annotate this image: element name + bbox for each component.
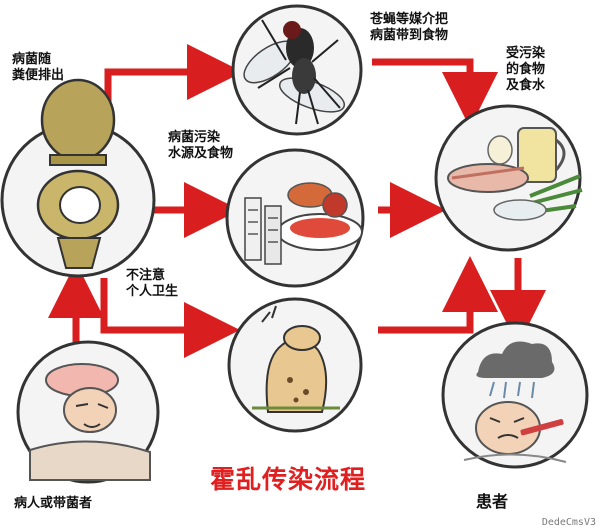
label-fly: 苍蝇等媒介把 病菌带到食物 bbox=[370, 12, 449, 43]
toilet-icon bbox=[0, 78, 156, 278]
diagram-title: 霍乱传染流程 bbox=[210, 465, 367, 494]
food-icon bbox=[434, 104, 583, 252]
arrow-toilet-to-fly bbox=[104, 44, 243, 112]
arrow-hygiene-to-food bbox=[378, 256, 498, 334]
sick-person-icon bbox=[16, 340, 160, 484]
label-contaminated-food: 受污染 的食物 及食水 bbox=[506, 46, 546, 93]
label-toilet: 病菌随 粪便排出 bbox=[12, 52, 65, 83]
label-hygiene: 不注意 个人卫生 bbox=[126, 268, 179, 299]
flow-arrows bbox=[48, 44, 546, 358]
label-carrier: 病人或带菌者 bbox=[14, 496, 93, 511]
arrow-fly-to-food bbox=[372, 58, 498, 128]
fly-icon bbox=[231, 4, 363, 136]
water-food-icon bbox=[225, 148, 365, 288]
patient-icon bbox=[441, 321, 589, 469]
unhygienic-hands-icon bbox=[227, 297, 363, 433]
watermark: DedeCmsV3 bbox=[539, 517, 598, 528]
arrow-toilet-to-hygiene bbox=[100, 278, 240, 358]
label-water-food: 病菌污染 水源及食物 bbox=[168, 130, 234, 161]
label-patient: 患者 bbox=[476, 492, 509, 511]
